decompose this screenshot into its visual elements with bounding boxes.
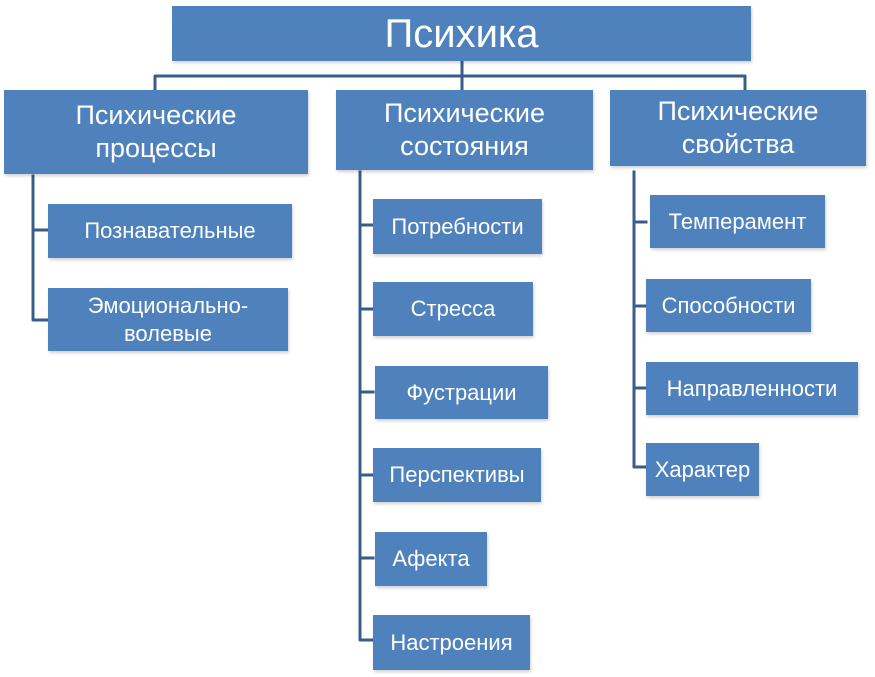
item-affect: Афекта [375, 532, 487, 586]
connector-processes [31, 174, 50, 322]
item-character: Характер [646, 443, 759, 496]
item-needs: Потребности [373, 199, 542, 254]
item-temperament-label: Темперамент [668, 208, 807, 234]
item-affect-label: Афекта [392, 546, 470, 572]
item-emotional-volitional: Эмоционально- волевые [48, 288, 288, 351]
item-orientation-label: Направленности [666, 375, 838, 401]
item-stress-label: Стресса [410, 296, 496, 322]
category-properties-label-line1: Психические [657, 96, 819, 127]
category-processes-label-line2: процессы [95, 133, 217, 163]
item-orientation: Направленности [646, 362, 858, 415]
category-states-label-line1: Психические [383, 98, 546, 129]
root-node-label: Психика [384, 11, 539, 56]
category-properties: Психические свойства [610, 90, 866, 166]
item-cognitive: Познавательные [48, 204, 292, 258]
item-emotional-volitional-line1: Эмоционально- [87, 293, 249, 318]
item-cognitive-label: Познавательные [84, 218, 256, 244]
connector-root-to-categories [153, 60, 747, 92]
connector-states [358, 170, 375, 642]
item-frustration: Фустрации [375, 366, 548, 419]
item-stress: Стресса [373, 282, 533, 336]
item-abilities-label: Способности [661, 292, 796, 318]
category-properties-label-line2: свойства [681, 129, 795, 159]
item-frustration-label: Фустрации [406, 379, 517, 405]
category-states: Психические состояния [336, 90, 593, 170]
category-processes-label-line1: Психические [75, 100, 237, 131]
item-perspective-label: Перспективы [389, 462, 525, 488]
category-states-label-line2: состояния [400, 131, 529, 161]
item-mood: Настроения [373, 615, 530, 670]
item-temperament: Темперамент [650, 195, 825, 248]
item-mood-label: Настроения [390, 629, 513, 655]
item-character-label: Характер [654, 456, 751, 482]
item-perspective: Перспективы [373, 448, 541, 502]
item-emotional-volitional-line2: волевые [123, 320, 212, 346]
item-abilities: Способности [646, 279, 811, 332]
category-processes: Психические процессы [4, 90, 308, 174]
item-needs-label: Потребности [391, 213, 524, 239]
root-node: Психика [172, 6, 751, 61]
connector-properties [632, 170, 648, 469]
